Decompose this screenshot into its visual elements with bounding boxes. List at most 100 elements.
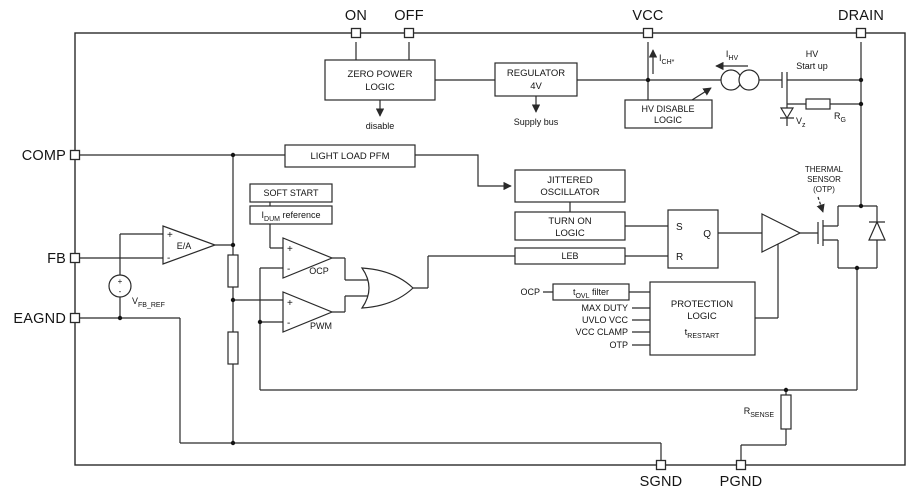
pin-off: OFF bbox=[394, 8, 424, 39]
rsense-label: RSENSE bbox=[744, 406, 775, 419]
block-jittered-oscillator: JITTERED OSCILLATOR bbox=[514, 169, 626, 203]
vfbref-source: + - VFB_REF bbox=[108, 274, 165, 309]
vfbref-plus: + bbox=[118, 277, 123, 286]
supply-bus-label: Supply bus bbox=[514, 117, 559, 127]
block-idum-reference: IDUM reference bbox=[249, 205, 333, 225]
idum-reference-label: IDUM reference bbox=[262, 210, 321, 223]
error-amp-minus: - bbox=[167, 253, 170, 264]
protection-trestart-label: tRESTART bbox=[685, 327, 720, 340]
ocp-minus: - bbox=[287, 264, 290, 275]
pin-drain-label: DRAIN bbox=[838, 8, 884, 24]
sense-resistor-rsense bbox=[780, 394, 792, 430]
ocp-label: OCP bbox=[309, 266, 329, 276]
pin-on: ON bbox=[345, 8, 367, 39]
pin-on-square bbox=[350, 27, 362, 39]
pin-sgnd: SGND bbox=[640, 459, 683, 490]
pwm-triangle bbox=[282, 291, 334, 333]
body-diode bbox=[868, 220, 886, 241]
vfbref-minus: - bbox=[119, 287, 122, 296]
pin-fb-square bbox=[69, 252, 81, 264]
block-soft-start: SOFT START bbox=[249, 183, 333, 203]
vfbref-circle bbox=[108, 274, 132, 298]
leb-label: LEB bbox=[561, 251, 578, 261]
ihv-label: IHV bbox=[726, 49, 739, 62]
tovl-filter-label: tOVL filter bbox=[573, 287, 609, 300]
pin-comp-square bbox=[69, 149, 81, 161]
protection-input-max-duty: MAX DUTY bbox=[581, 303, 628, 313]
error-amp-label: E/A bbox=[177, 241, 192, 251]
idum-reference-box bbox=[249, 205, 333, 225]
junction-dots bbox=[117, 77, 864, 446]
pin-fb-label: FB bbox=[47, 251, 66, 267]
pin-comp: COMP bbox=[22, 148, 81, 164]
pin-eagnd: EAGND bbox=[13, 311, 81, 327]
pin-off-square bbox=[403, 27, 415, 39]
light-load-pfm-label: LIGHT LOAD PFM bbox=[310, 151, 389, 162]
latch-s-label: S bbox=[676, 222, 683, 233]
thermal-sensor-line2: SENSOR bbox=[807, 175, 841, 184]
block-protection-logic: PROTECTION LOGIC tRESTART bbox=[649, 281, 756, 356]
thermal-sensor-line3: (OTP) bbox=[813, 185, 835, 194]
thermal-sensor-line1: THERMAL bbox=[805, 165, 844, 174]
disable-label: disable bbox=[366, 121, 395, 131]
pin-on-label: ON bbox=[345, 8, 367, 24]
error-amplifier: + - E/A bbox=[162, 225, 217, 265]
latch-q-label: Q bbox=[703, 229, 711, 240]
hv-disable-line2: LOGIC bbox=[654, 115, 683, 125]
block-light-load-pfm: LIGHT LOAD PFM bbox=[284, 144, 416, 168]
or-gate bbox=[360, 267, 414, 309]
zero-power-logic-box bbox=[324, 59, 436, 101]
schematic-wires bbox=[80, 42, 885, 460]
hv-disable-line1: HV DISABLE bbox=[641, 104, 694, 114]
block-turn-on-logic: TURN ON LOGIC bbox=[514, 211, 626, 241]
pin-vcc: VCC bbox=[632, 8, 663, 39]
ocp-triangle bbox=[282, 237, 334, 279]
pin-fb: FB bbox=[47, 251, 81, 267]
vz-label: Vz bbox=[796, 116, 806, 129]
error-amp-triangle bbox=[162, 225, 217, 265]
block-zero-power-logic: ZERO POWER LOGIC bbox=[324, 59, 436, 101]
pin-sgnd-label: SGND bbox=[640, 474, 683, 490]
block-hv-disable-logic: HV DISABLE LOGIC bbox=[624, 99, 713, 129]
jittered-oscillator-line2: OSCILLATOR bbox=[540, 187, 599, 198]
latch-r-label: R bbox=[676, 252, 683, 263]
current-source-circle-right bbox=[738, 69, 760, 91]
chip-outline bbox=[74, 32, 906, 466]
thermal-sensor-label: THERMAL SENSOR (OTP) bbox=[805, 165, 844, 194]
pin-drain-square bbox=[855, 27, 867, 39]
pwm-plus: + bbox=[287, 298, 293, 309]
turn-on-logic-box bbox=[514, 211, 626, 241]
pin-pgnd: PGND bbox=[720, 459, 763, 490]
pin-eagnd-square bbox=[69, 312, 81, 324]
zero-power-logic-line2: LOGIC bbox=[365, 82, 395, 93]
pwm-label: PWM bbox=[310, 321, 332, 331]
protection-input-uvlo-vcc: UVLO VCC bbox=[582, 315, 629, 325]
ich-label: ICH* bbox=[659, 53, 675, 66]
protection-logic-box bbox=[649, 281, 756, 356]
protection-input-otp: OTP bbox=[609, 340, 628, 350]
pin-vcc-label: VCC bbox=[632, 8, 663, 24]
protection-input-vcc-clamp: VCC CLAMP bbox=[575, 327, 628, 337]
pwm-comparator: + - PWM bbox=[282, 291, 334, 333]
divider-resistor-top bbox=[227, 254, 239, 288]
block-sr-latch: S R Q bbox=[667, 209, 719, 269]
protection-input-ocp: OCP bbox=[520, 287, 540, 297]
protection-line1: PROTECTION bbox=[671, 299, 733, 310]
jittered-oscillator-line1: JITTERED bbox=[547, 175, 593, 186]
block-regulator: REGULATOR 4V bbox=[494, 62, 578, 97]
sr-latch-box bbox=[667, 209, 719, 269]
tovl-filter-box bbox=[552, 283, 630, 301]
pwm-minus: - bbox=[287, 318, 290, 329]
turn-on-logic-line1: TURN ON bbox=[548, 216, 591, 227]
pin-pgnd-label: PGND bbox=[720, 474, 763, 490]
block-tovl-filter: tOVL filter bbox=[552, 283, 630, 301]
protection-line2: LOGIC bbox=[687, 311, 717, 322]
soft-start-label: SOFT START bbox=[263, 188, 319, 198]
soft-start-box bbox=[249, 183, 333, 203]
thermal-sensor-arrow bbox=[816, 196, 825, 213]
pin-drain: DRAIN bbox=[838, 8, 884, 39]
turn-on-logic-line2: LOGIC bbox=[555, 228, 585, 239]
ocp-comparator: + - OCP bbox=[282, 237, 334, 279]
